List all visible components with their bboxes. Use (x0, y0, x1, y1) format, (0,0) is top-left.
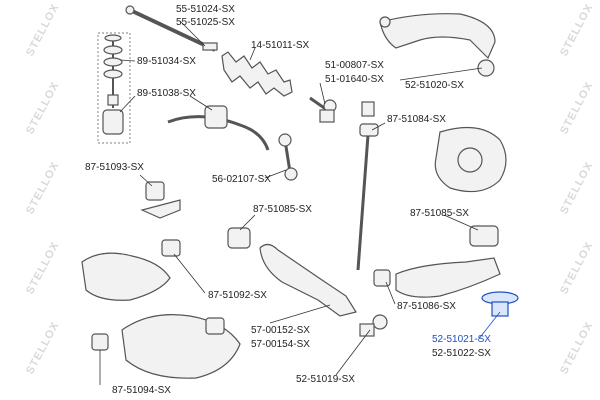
bushing-87-51085-left-part[interactable] (227, 227, 251, 249)
steering-boot-part[interactable] (221, 51, 293, 97)
part-number-label[interactable]: 52-51019-SX (296, 374, 355, 385)
part-number-label[interactable]: 51-01640-SX (325, 74, 384, 85)
mounting-bracket-part[interactable] (81, 239, 181, 301)
part-number-label[interactable]: 57-00152-SX (251, 325, 310, 336)
subframe-bracket-part[interactable] (91, 314, 241, 379)
part-number-label[interactable]: 87-51084-SX (387, 114, 446, 125)
upper-control-arm-part[interactable] (379, 13, 496, 77)
lower-ball-joint-part[interactable] (359, 314, 388, 337)
lower-control-arm-part[interactable] (259, 243, 357, 317)
part-number-label[interactable]: 52-51022-SX (432, 348, 491, 359)
inner-tie-rod-part[interactable] (125, 5, 218, 52)
part-number-label[interactable]: 55-51024-SX (176, 4, 235, 15)
steering-knuckle-part[interactable] (434, 126, 507, 193)
bushing-87-51085-right-part[interactable] (469, 225, 499, 247)
leader-lines (99, 20, 501, 385)
part-number-label[interactable]: 52-51020-SX (405, 80, 464, 91)
stabilizer-link-part[interactable] (278, 133, 298, 181)
part-number-label[interactable]: 51-00807-SX (325, 60, 384, 71)
part-number-label-selected[interactable]: 52-51021-SX (432, 334, 491, 345)
part-number-label[interactable]: 89-51034-SX (137, 56, 196, 67)
part-number-label[interactable]: 87-51086-SX (397, 301, 456, 312)
part-number-label[interactable]: 57-00154-SX (251, 339, 310, 350)
stabilizer-bushing-stack-part[interactable] (97, 32, 131, 144)
parts-drawing (81, 5, 519, 379)
part-number-label[interactable]: 87-51092-SX (208, 290, 267, 301)
part-number-label[interactable]: 14-51011-SX (251, 40, 310, 51)
strut-rod-part[interactable] (356, 101, 379, 271)
part-number-label[interactable]: 56-02107-SX (212, 174, 271, 185)
part-number-label[interactable]: 55-51025-SX (176, 17, 235, 28)
stabilizer-bar-part[interactable] (167, 105, 270, 151)
ball-joint-part-selected[interactable] (481, 291, 519, 317)
tie-rod-end-part[interactable] (309, 96, 337, 123)
part-number-label[interactable]: 87-51094-SX (112, 385, 171, 396)
bushing-87-51093-part[interactable] (140, 181, 181, 219)
part-number-label[interactable]: 89-51038-SX (137, 88, 196, 99)
part-number-label[interactable]: 87-51093-SX (85, 162, 144, 173)
part-number-label[interactable]: 87-51085-SX (410, 208, 469, 219)
rear-lower-arm-part[interactable] (373, 257, 501, 298)
part-number-label[interactable]: 87-51085-SX (253, 204, 312, 215)
